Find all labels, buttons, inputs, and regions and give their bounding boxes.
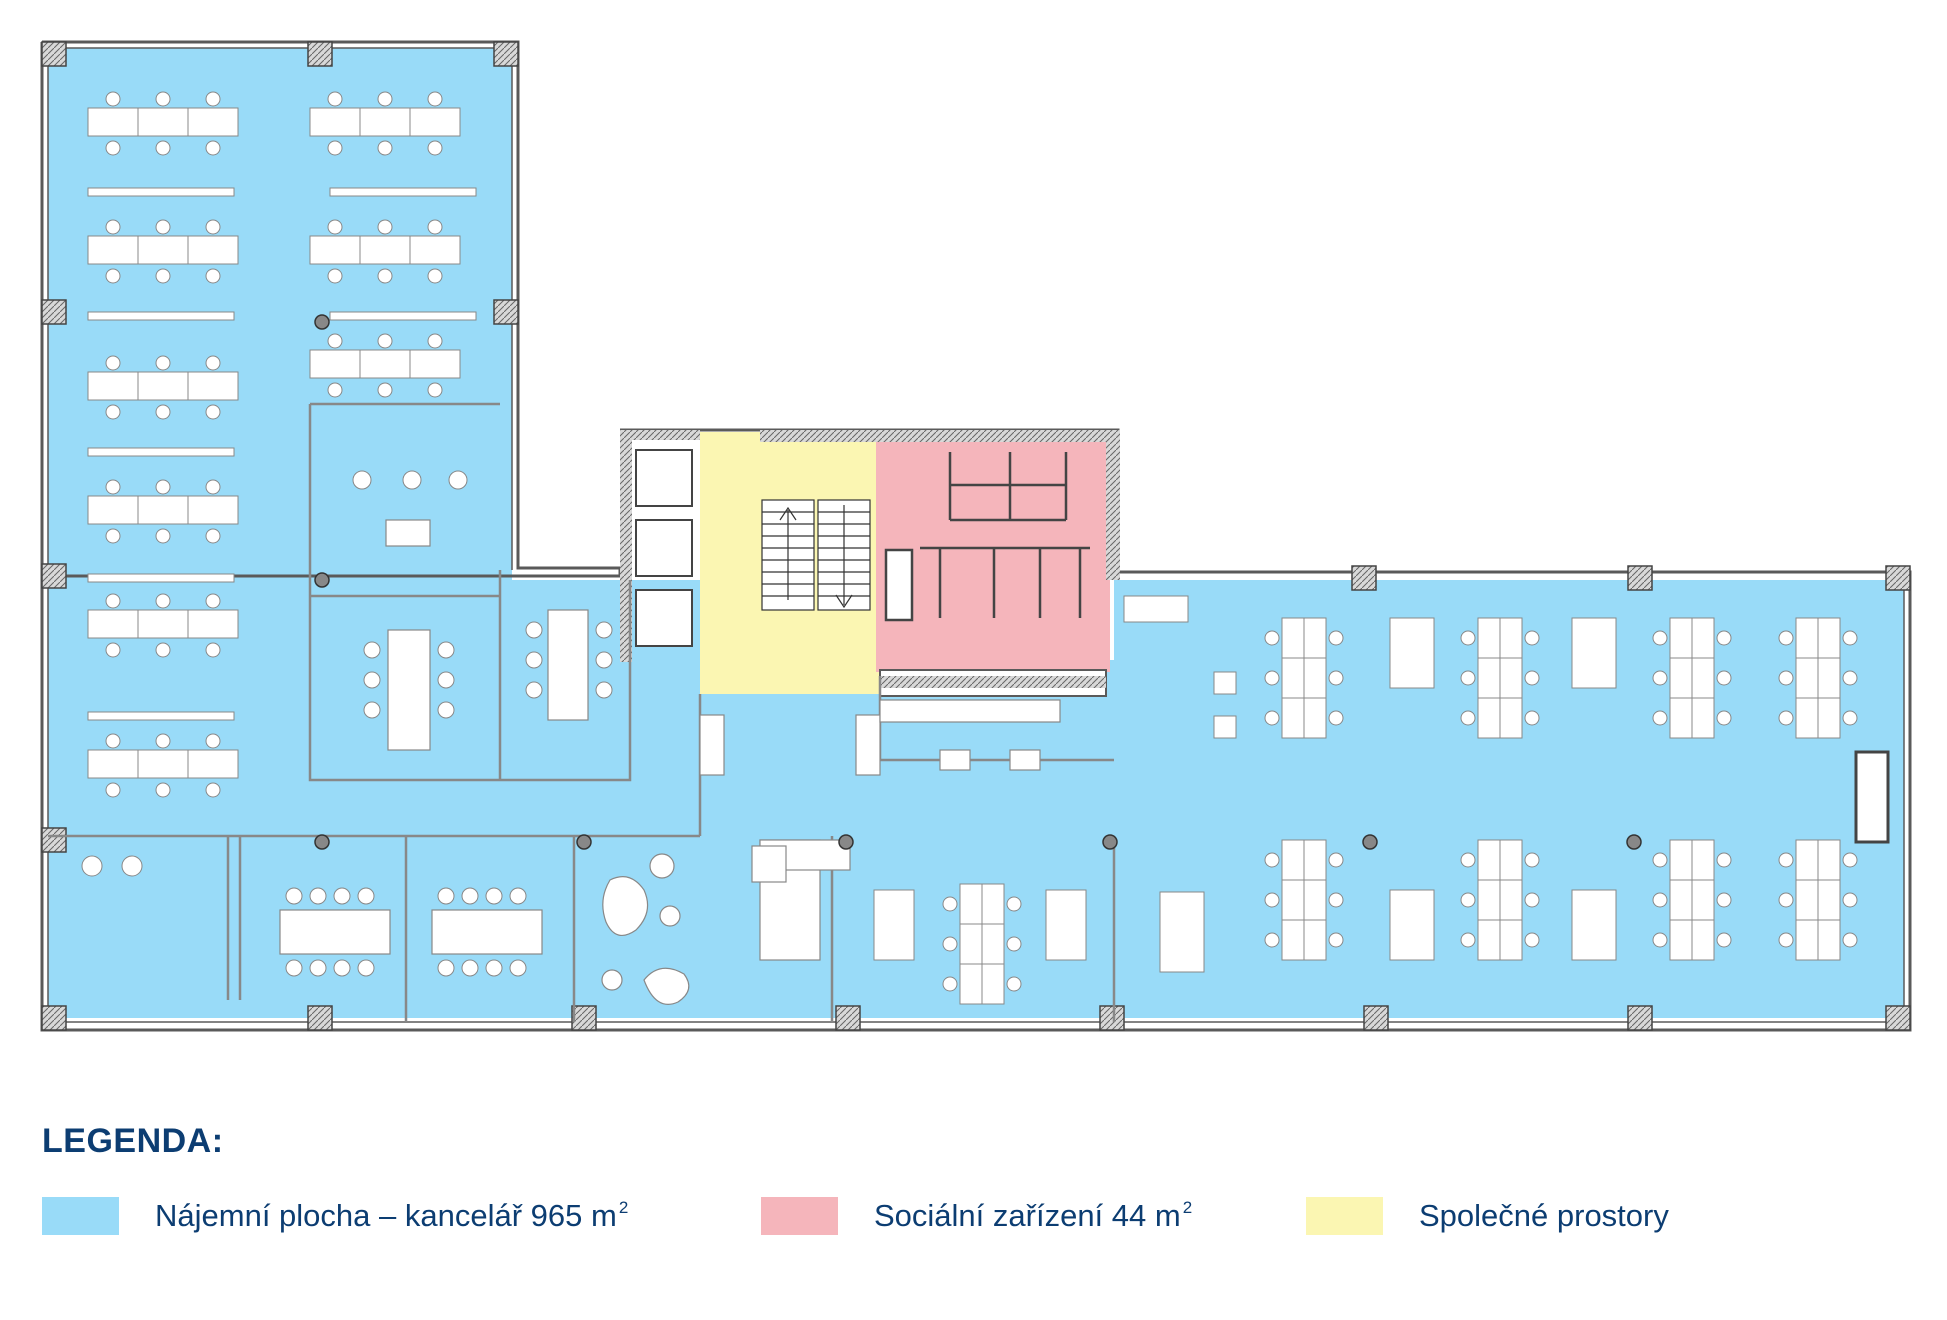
legend-item-common: Společné prostory xyxy=(1306,1196,1671,1236)
legend-label-common: Společné prostory xyxy=(1419,1198,1669,1233)
legend-swatch-office xyxy=(42,1197,119,1235)
staircase xyxy=(761,499,871,611)
facade-columns xyxy=(41,41,1911,1031)
l-desks xyxy=(873,595,1617,973)
meeting-chairs xyxy=(81,470,613,977)
cabinet-rows xyxy=(87,187,477,721)
legend-swatch-sanitary xyxy=(761,1197,838,1235)
column-markers xyxy=(314,314,1642,850)
elevator-shafts xyxy=(635,449,693,647)
legend-title: LEGENDA: xyxy=(42,1122,224,1160)
shaft xyxy=(1854,750,1890,844)
core-walls xyxy=(620,430,1120,697)
toilet-cubicles xyxy=(884,452,1090,622)
floor-plan xyxy=(40,40,1912,1032)
legend-swatch-common xyxy=(1306,1197,1383,1235)
lounge-furniture xyxy=(601,699,1061,1005)
